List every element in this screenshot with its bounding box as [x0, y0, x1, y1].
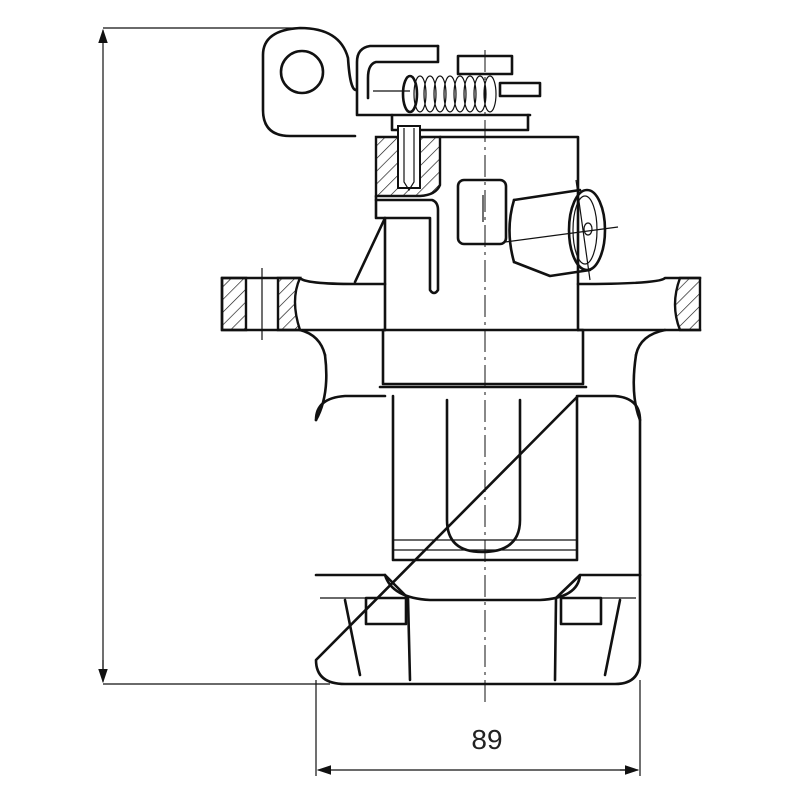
- bolt-section: [374, 125, 442, 198]
- width-dimension-label: 89: [471, 724, 503, 755]
- caliper-upper-body: [353, 135, 619, 332]
- spring-coil-icon: [401, 74, 497, 114]
- caliper-lower-housing: [314, 394, 642, 686]
- width-dimension: [315, 680, 641, 776]
- bleed-valve: [504, 179, 619, 281]
- caliper-mid-band: [298, 328, 667, 422]
- parking-lever: [261, 26, 358, 138]
- spring-assembly: [355, 44, 542, 132]
- mounting-flanges: [220, 268, 702, 357]
- height-dimension: [98, 27, 330, 685]
